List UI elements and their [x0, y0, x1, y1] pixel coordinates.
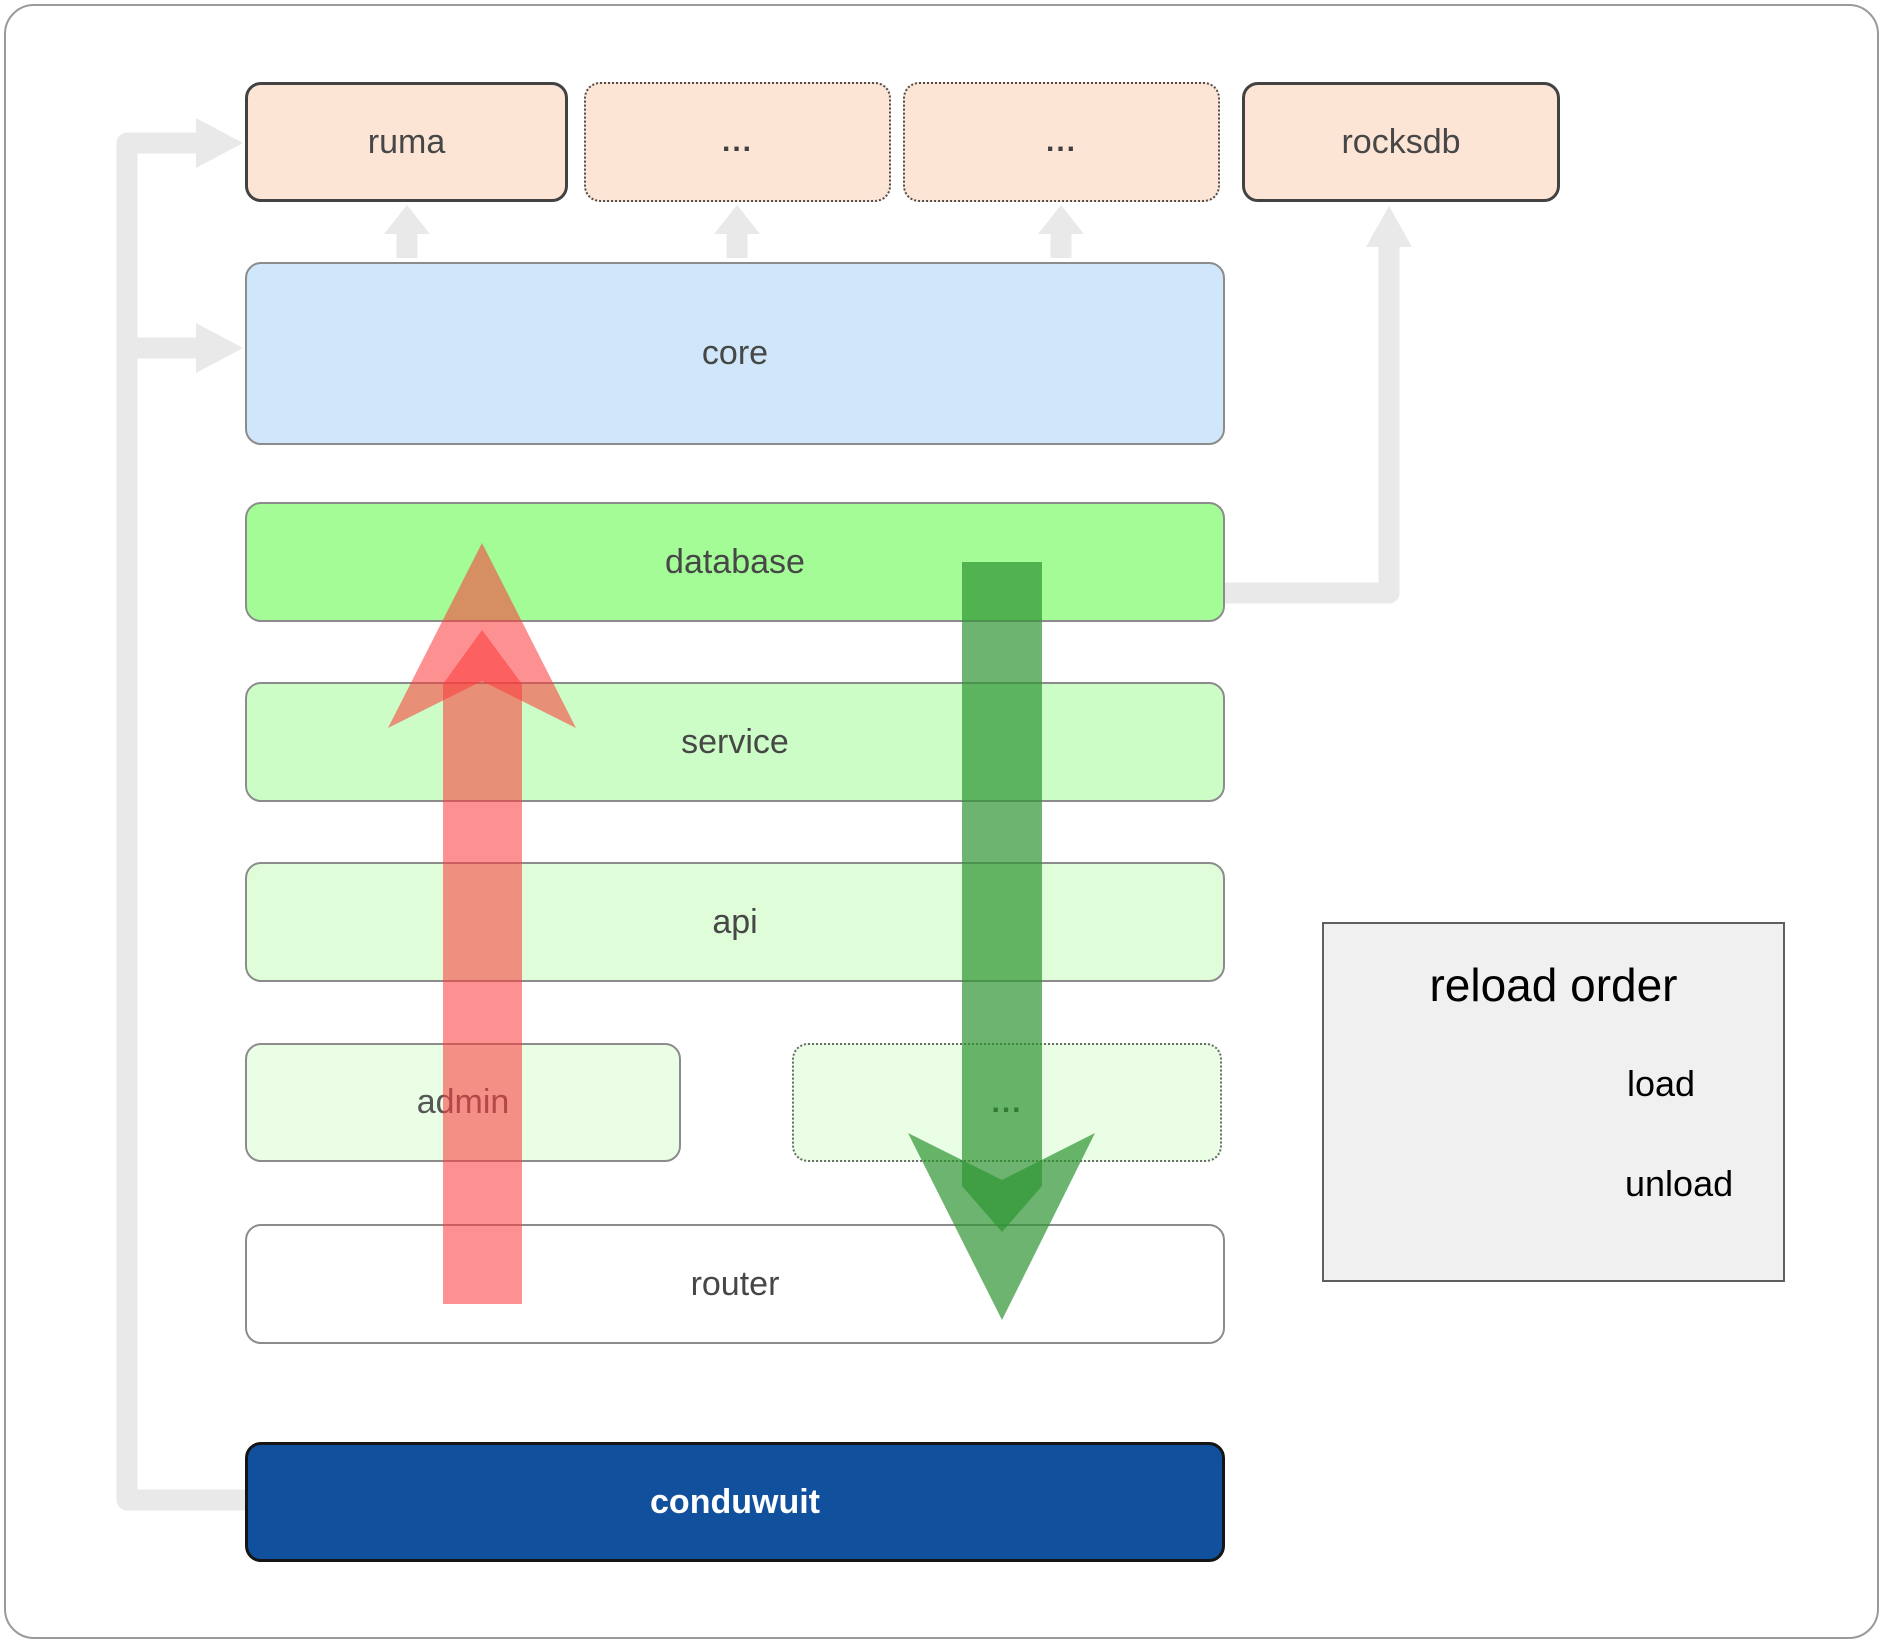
box-core-label: core [701, 334, 769, 372]
box-database-label: database [665, 542, 805, 581]
legend-panel [1322, 922, 1785, 1282]
box-ellipsis-dep-2: ... [903, 82, 1220, 202]
legend-title: reload order [1429, 959, 1678, 1011]
box-database: database [245, 502, 1225, 622]
box-ellipsis-label: ... [721, 125, 753, 158]
box-rocksdb-label: rocksdb [1341, 122, 1461, 161]
box-core: core [245, 262, 1225, 445]
box-api: api [245, 862, 1225, 982]
box-rocksdb: rocksdb [1242, 82, 1560, 202]
box-conduwuit: conduwuit [245, 1442, 1225, 1562]
box-service-label: service [681, 722, 789, 761]
legend-label-load: load [1627, 1063, 1696, 1104]
box-conduwuit-label: conduwuit [650, 1482, 820, 1521]
box-ellipsis-dep-1: ... [584, 82, 891, 202]
box-ruma: ruma [245, 82, 568, 202]
box-admin-label: admin [416, 1083, 510, 1121]
diagram-outer-frame [4, 4, 1879, 1639]
box-ruma-label: ruma [367, 122, 446, 161]
box-service: service [245, 682, 1225, 802]
box-api-label: api [712, 902, 758, 941]
box-ellipsis-service: ... [792, 1043, 1222, 1162]
box-router: router [245, 1224, 1225, 1344]
box-admin: admin [245, 1043, 681, 1162]
box-ellipsis-label: ... [1045, 125, 1077, 158]
legend-label-unload: unload [1625, 1163, 1734, 1204]
box-router-label: router [690, 1264, 780, 1303]
box-ellipsis-label: ... [991, 1085, 1023, 1119]
